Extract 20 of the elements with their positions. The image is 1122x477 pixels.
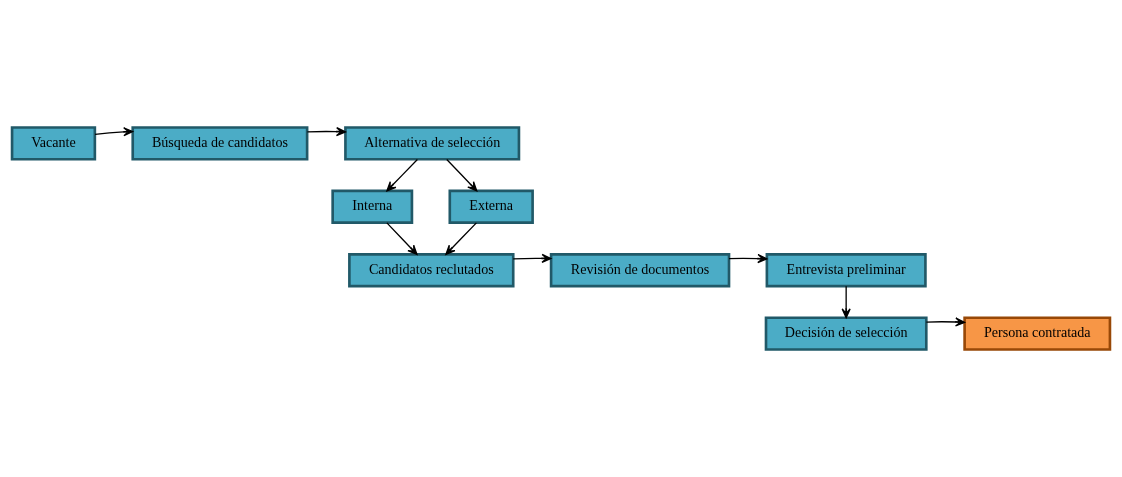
arrow: [512, 253, 552, 263]
node-box: Candidatos reclutados: [348, 253, 515, 288]
arrow: [306, 127, 347, 137]
node-box: Externa: [448, 189, 534, 224]
arrow: [445, 222, 478, 255]
arrow: [386, 222, 418, 255]
node-box: Entrevista preliminar: [765, 253, 927, 288]
arrow: [446, 158, 478, 192]
node-box: Persona contratada: [963, 316, 1112, 351]
node-box: Interna: [331, 189, 414, 224]
node-box: Decisión de selección: [764, 316, 928, 351]
arrow: [925, 317, 966, 327]
node-box: Alternativa de selección: [344, 126, 521, 161]
arrow: [841, 285, 851, 319]
arrow: [728, 253, 768, 264]
node-box: Vacante: [10, 126, 97, 161]
arrow: [386, 158, 419, 192]
node-box: Revisión de documentos: [549, 253, 731, 288]
arrow: [94, 127, 134, 137]
node-box: Búsqueda de candidatos: [131, 126, 309, 161]
